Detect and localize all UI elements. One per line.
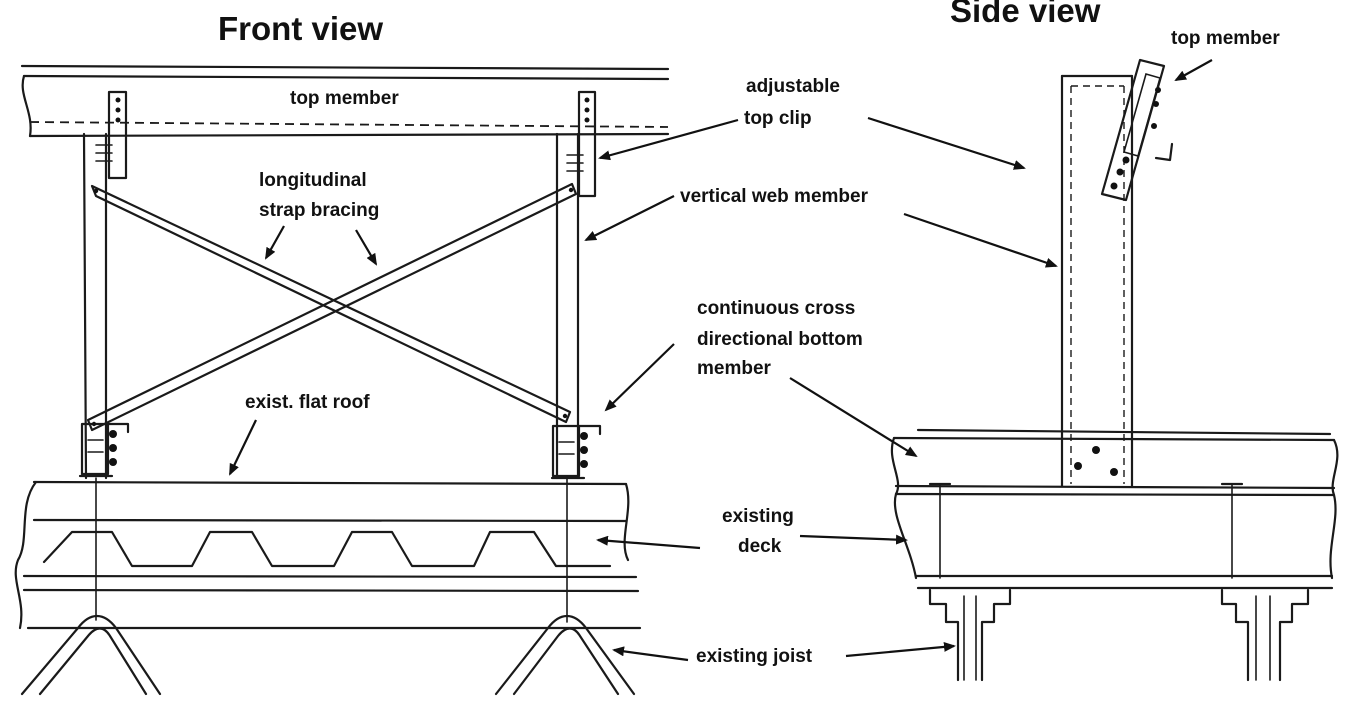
front-strap-bracing	[86, 182, 578, 432]
front-top-member	[20, 64, 670, 138]
leader-arrows	[229, 59, 1213, 662]
label-longitudinal: longitudinal	[259, 170, 367, 191]
arrow-vertical-web-front	[584, 195, 675, 241]
label-top-clip: top clip	[744, 108, 812, 129]
side-top-clip	[1100, 58, 1174, 202]
side-joists	[928, 588, 1310, 682]
arrow-strap-bracing-2	[355, 229, 378, 266]
label-exist-flat-roof: exist. flat roof	[245, 392, 370, 413]
front-view-title: Front view	[218, 10, 383, 47]
label-top-member-front: top member	[290, 88, 399, 109]
side-fasteners	[928, 482, 1244, 579]
front-joists	[20, 614, 636, 696]
arrow-top-clip-side	[867, 116, 1026, 170]
arrow-top-clip-front	[598, 118, 739, 161]
arrow-top-member-side	[1174, 59, 1213, 81]
label-strap-bracing: strap bracing	[259, 200, 379, 221]
label-existing-joist: existing joist	[696, 646, 813, 667]
side-view-title: Side view	[950, 0, 1101, 29]
arrow-bottom-member-side	[789, 377, 918, 458]
side-vertical-web	[1060, 74, 1134, 488]
arrow-flat-roof	[229, 419, 257, 476]
label-existing: existing	[722, 506, 794, 527]
label-top-member-side: top member	[1171, 28, 1280, 49]
side-view	[890, 58, 1339, 682]
front-right-vertical-web	[550, 90, 602, 623]
front-roof-deck	[14, 480, 642, 630]
side-bottom-member	[890, 428, 1339, 590]
label-continuous-cross: continuous cross	[697, 298, 855, 319]
label-vertical-web-member: vertical web member	[680, 186, 869, 207]
arrow-joist-front	[612, 646, 689, 662]
front-left-vertical-web	[78, 90, 130, 621]
arrow-strap-bracing-1	[265, 225, 285, 260]
label-adjustable: adjustable	[746, 76, 840, 97]
front-view	[14, 64, 670, 696]
label-directional-bottom: directional bottom	[697, 329, 863, 350]
arrow-deck-front	[596, 535, 701, 550]
arrow-vertical-web-side	[903, 212, 1058, 268]
label-deck: deck	[738, 536, 782, 557]
arrow-deck-side	[799, 534, 908, 545]
arrow-bottom-member-front	[604, 343, 675, 412]
arrow-joist-side	[845, 641, 956, 658]
label-member: member	[697, 358, 772, 379]
